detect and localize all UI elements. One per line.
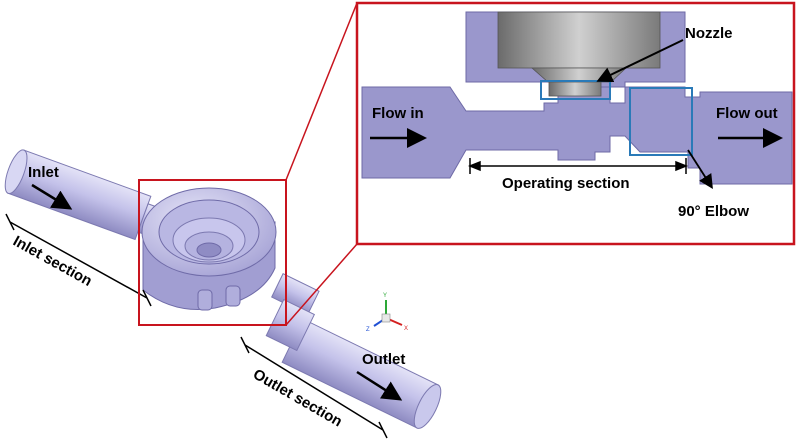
elbow-label: 90° Elbow — [678, 203, 749, 220]
cross-section-inset: Nozzle Flow in Flow out Operating sectio… — [355, 1, 796, 246]
triad-z-label: Z — [366, 327, 370, 333]
inlet-arrow — [31, 183, 73, 210]
nozzle-highlight-box — [540, 80, 611, 100]
outlet-section-dimension — [240, 336, 388, 439]
zoom-connector-bottom — [285, 243, 358, 326]
operating-section-label: Operating section — [502, 175, 630, 192]
zoom-connector-top — [285, 2, 358, 181]
elbow-pointer — [687, 149, 713, 190]
nozzle-body — [497, 11, 661, 97]
outlet-pipe — [265, 273, 442, 429]
flow-channel — [361, 86, 793, 185]
triad-x-label: X — [404, 326, 408, 332]
inlet-label: Inlet — [28, 164, 59, 181]
outlet-arrow — [356, 370, 403, 401]
housing — [141, 187, 277, 311]
triad-y-label: Y — [383, 293, 387, 299]
inlet-section-dimension — [5, 213, 152, 307]
zoom-source-frame — [138, 179, 287, 326]
flow-in-label: Flow in — [372, 105, 424, 122]
nozzle-pointer — [596, 39, 684, 82]
operating-section-dimension — [467, 158, 689, 174]
3d-model: Y X Z Inlet Inlet section Outlet Outlet … — [4, 149, 442, 439]
axis-triad-icon: Y X Z — [366, 293, 408, 333]
elbow-highlight-box — [629, 87, 693, 156]
outlet-label: Outlet — [362, 351, 405, 368]
flow-out-label: Flow out — [716, 105, 778, 122]
nozzle-label: Nozzle — [685, 25, 733, 42]
